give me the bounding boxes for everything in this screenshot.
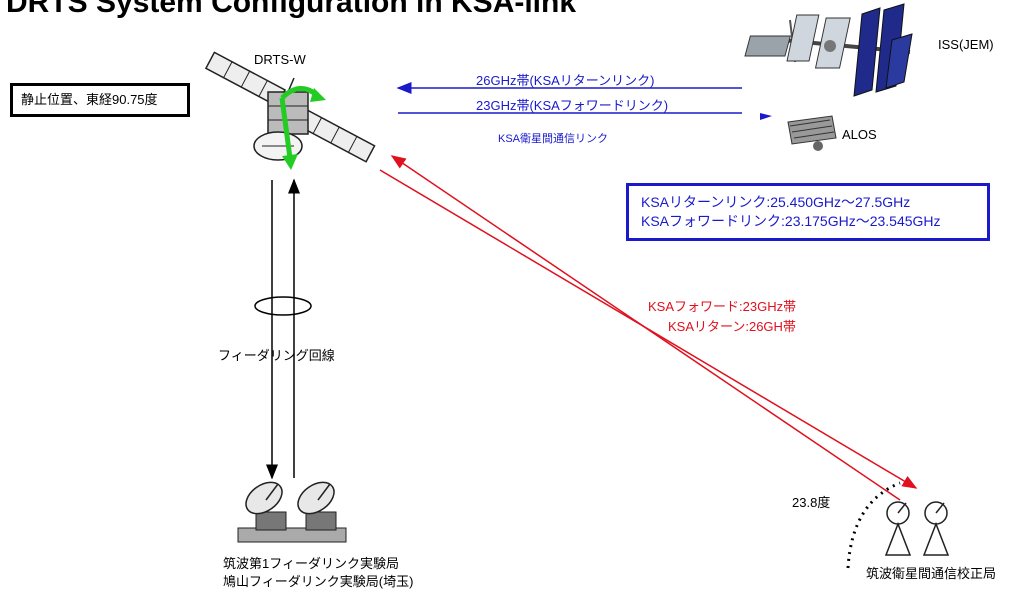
calibration-station-label: 筑波衛星間通信校正局: [866, 566, 997, 581]
position-box: 静止位置、東経90.75度: [10, 83, 190, 117]
feeder-circuit-icon: [254, 296, 312, 316]
forward-link-label: 23GHz帯(KSAフォワードリンク): [476, 98, 669, 113]
drts-satellite-icon: [204, 51, 376, 170]
iss-icon: [744, 3, 913, 97]
ground-station-label-2: 鳩山フィーダリンク実験局(埼玉): [223, 574, 414, 589]
calibration-station-icon: [884, 501, 950, 556]
alos-icon: [787, 115, 837, 151]
red-forward-label: KSAフォワード:23GHz帯: [648, 299, 797, 314]
alos-label: ALOS: [842, 127, 877, 142]
forward-freq-text: KSAフォワードリンク:23.175GHz～23.545GHz: [641, 213, 941, 229]
return-link-label: 26GHz帯(KSAリターンリンク): [476, 73, 655, 88]
red-return-label: KSAリターン:26GH帯: [668, 319, 796, 334]
feeder-ground-station-icon: [237, 481, 347, 543]
elevation-angle-arc: [846, 481, 901, 569]
angle-label: 23.8度: [792, 495, 831, 510]
frequency-box: KSAリターンリンク:25.450GHz～27.5GHz KSAフォワードリンク…: [626, 183, 990, 241]
satellite-label: DRTS-W: [254, 52, 306, 67]
page-title: DRTS System Configuration in KSA-link: [6, 0, 577, 19]
feeder-circuit-label: フィーダリング回線: [218, 348, 335, 363]
ground-station-label-1: 筑波第1フィーダリンク実験局: [223, 556, 399, 571]
iss-label: ISS(JEM): [938, 37, 994, 52]
intersat-link-label: KSA衛星間通信リンク: [498, 133, 609, 145]
return-freq-text: KSAリターンリンク:25.450GHz～27.5GHz: [641, 194, 911, 210]
ksa-ground-return-arrow: [390, 155, 901, 501]
